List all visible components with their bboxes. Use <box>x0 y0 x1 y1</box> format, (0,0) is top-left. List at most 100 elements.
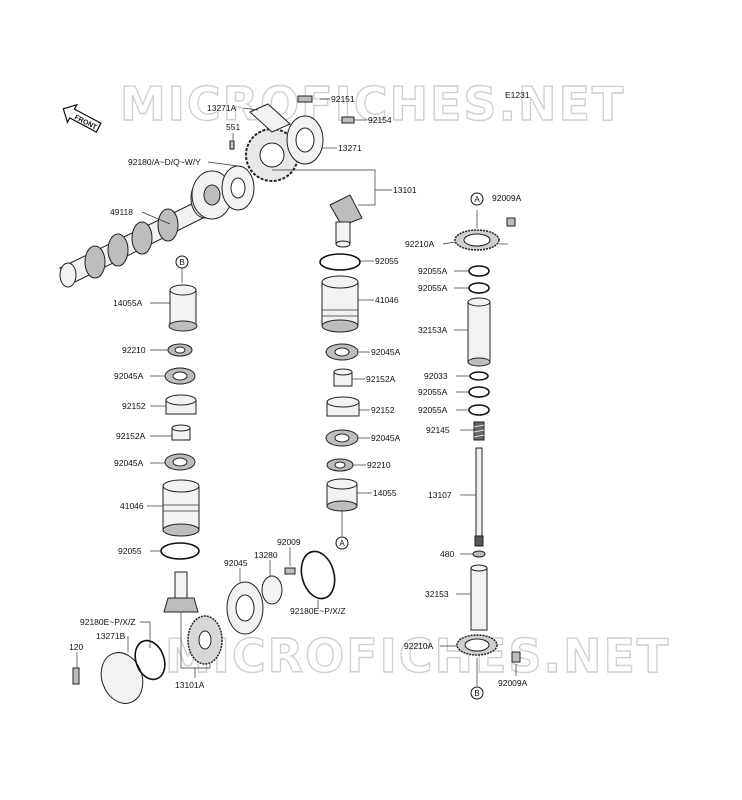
label-92009A-top: 92009A <box>492 193 522 203</box>
bolt-92009-part <box>284 567 296 575</box>
label-92152A-left: 92152A <box>116 431 146 441</box>
label-92045A-right2: 92045A <box>371 433 401 443</box>
tube-32153A-part <box>467 297 491 367</box>
bearing-housing-14055A-part <box>168 284 198 332</box>
label-92009A-bottom: 92009A <box>498 678 528 688</box>
bolt-120-part <box>72 667 80 685</box>
label-92055A-4: 92055A <box>418 405 448 415</box>
label-92152-right: 92152 <box>371 405 395 415</box>
label-92210-right: 92210 <box>367 460 391 470</box>
circlip-92033-part <box>469 371 489 381</box>
marker-a-bottom: A <box>335 536 349 550</box>
label-92033: 92033 <box>424 371 448 381</box>
washer-480-part <box>472 550 486 558</box>
label-92210A-bottom: 92210A <box>404 641 434 651</box>
housing-41046-left-part <box>162 479 200 537</box>
gasket-92180-part <box>221 165 255 211</box>
label-13107: 13107 <box>428 490 452 500</box>
svg-text:A: A <box>474 195 480 204</box>
spacer-92152A-right-part <box>333 368 353 387</box>
label-92154: 92154 <box>368 115 392 125</box>
marker-a-top: A <box>470 192 484 206</box>
label-92045: 92045 <box>224 558 248 568</box>
o-ring-92055A-2-part <box>468 282 490 294</box>
label-120: 120 <box>69 642 83 652</box>
label-551: 551 <box>226 122 240 132</box>
nut-92210A-bottom-part <box>456 634 498 656</box>
diagram-code: E1231 <box>505 90 530 100</box>
bearing-92045A-right1-part <box>325 343 359 361</box>
label-92151: 92151 <box>331 94 355 104</box>
front-arrow-icon: FRONT <box>62 103 102 133</box>
cover-13271B-part <box>100 652 144 704</box>
plate-13271A-part <box>249 103 291 133</box>
bolt-92151-part <box>297 95 313 103</box>
tube-32153-part <box>470 564 488 631</box>
label-13271A: 13271A <box>207 103 237 113</box>
bearing-92045A-left1-part <box>164 367 196 385</box>
label-13280: 13280 <box>254 550 278 560</box>
label-92055-right: 92055 <box>375 256 399 266</box>
label-92045A-right1: 92045A <box>371 347 401 357</box>
o-ring-92055A-4-part <box>468 404 490 416</box>
label-13101: 13101 <box>393 185 417 195</box>
nut-92210A-top-part <box>454 229 500 251</box>
bolt-92009A-top-part <box>506 217 516 227</box>
label-13271B: 13271B <box>96 631 126 641</box>
gasket-92180EPXZ-right-part <box>300 550 336 600</box>
label-41046-right: 41046 <box>375 295 399 305</box>
svg-text:B: B <box>474 689 479 698</box>
label-92055A-2: 92055A <box>418 283 448 293</box>
label-92210-left: 92210 <box>122 345 146 355</box>
nut-92210-right-part <box>326 458 354 472</box>
label-32153: 32153 <box>425 589 449 599</box>
o-ring-92055A-3-part <box>468 386 490 398</box>
label-92152-left: 92152 <box>122 401 146 411</box>
leader-lines <box>76 98 517 678</box>
label-13101A: 13101A <box>175 680 205 690</box>
cover-13280-part <box>261 575 283 605</box>
bearing-92045A-left2-part <box>164 453 196 471</box>
cover-13271-part <box>286 115 324 165</box>
bearing-92045A-right2-part <box>325 429 359 447</box>
spacer-92152-left-part <box>165 394 197 415</box>
bevel-gear-13101A-part <box>187 615 223 665</box>
spring-92145-part <box>473 421 485 441</box>
watermark-top: MICROFICHES.NET <box>120 77 625 131</box>
o-ring-92055-left-part <box>160 542 200 560</box>
label-92152A-right: 92152A <box>366 374 396 384</box>
watermark-bottom: MICROFICHES.NET <box>165 629 670 683</box>
nut-92210-left-part <box>167 343 193 357</box>
o-ring-92055A-1-part <box>468 265 490 277</box>
svg-text:A: A <box>339 539 345 548</box>
bolt-92154-part <box>341 116 355 124</box>
shaft-13107-part <box>474 447 484 547</box>
label-32153A: 32153A <box>418 325 448 335</box>
label-49118: 49118 <box>110 207 133 217</box>
svg-text:B: B <box>179 258 184 267</box>
key-551-part <box>229 140 235 150</box>
label-13271: 13271 <box>338 143 362 153</box>
label-480: 480 <box>440 549 454 559</box>
marker-b-bottom: B <box>470 686 484 700</box>
bevel-gear-13101A-shaft-part <box>163 571 199 613</box>
label-14055: 14055 <box>373 488 397 498</box>
label-14055A: 14055A <box>113 298 143 308</box>
marker-b-top: B <box>175 255 189 269</box>
label-92045A-left1: 92045A <box>114 371 144 381</box>
label-92180EPXZ-right: 92180E~P/X/Z <box>290 606 346 616</box>
o-ring-92055-right-part <box>319 253 361 271</box>
label-92045A-left2: 92045A <box>114 458 144 468</box>
housing-41046-right-part <box>321 275 359 333</box>
spacer-92152-right-part <box>326 396 360 417</box>
label-92180ADQWY: 92180/A~D/Q~W/Y <box>128 157 201 167</box>
label-92145: 92145 <box>426 425 450 435</box>
label-92180EPXZ-left: 92180E~P/X/Z <box>80 617 136 627</box>
label-92055-left: 92055 <box>118 546 142 556</box>
bearing-housing-14055-part <box>326 478 358 512</box>
label-92055A-1: 92055A <box>418 266 448 276</box>
label-92210A-top: 92210A <box>405 239 435 249</box>
bolt-92009A-bottom-part <box>511 651 521 663</box>
bearing-92045-part <box>226 581 264 635</box>
